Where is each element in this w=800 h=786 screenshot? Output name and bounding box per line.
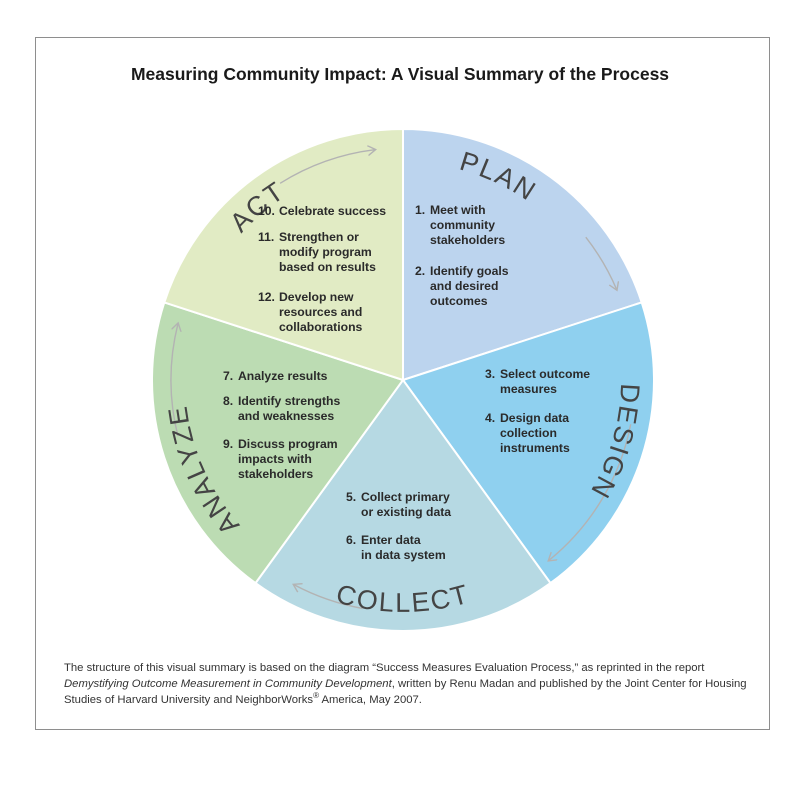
step-1: 1. Meet with community stakeholders — [415, 203, 506, 247]
step-10: 10. Celebrate success — [258, 204, 387, 218]
step-5: 5. Collect primary or existing data — [346, 490, 452, 519]
analyze-cycle-arrow — [170, 324, 178, 437]
act-cycle-arrow — [279, 150, 375, 184]
step-4: 4. Design data collection instruments — [485, 411, 570, 455]
design-segment — [401, 301, 656, 585]
step-7: 7. Analyze results — [223, 369, 328, 383]
plan-cycle-arrow — [585, 236, 617, 289]
step-2: 2. Identify goals and desired outcomes — [415, 264, 509, 308]
registered-mark: ® — [313, 691, 319, 701]
step-11: 11. Strengthen or modify program based o… — [258, 230, 376, 274]
step-6: 6. Enter data in data system — [346, 533, 446, 562]
act-segment — [163, 127, 404, 382]
source-note-text: The structure of this visual summary is … — [64, 662, 705, 674]
design-cycle-arrow — [549, 424, 632, 560]
source-note: The structure of this visual summary is … — [64, 660, 754, 708]
collect-segment — [254, 378, 552, 633]
analyze-segment — [150, 301, 405, 585]
step-3: 3. Select outcome measures — [485, 367, 591, 396]
collect-cycle-arrow — [294, 585, 363, 610]
step-12: 12. Develop new resources and collaborat… — [258, 290, 363, 334]
report-title: Demystifying Outcome Measurement in Comm… — [64, 678, 392, 690]
source-note-text: , written by Renu Madan and published by… — [64, 678, 747, 706]
step-9: 9. Discuss program impacts with stakehol… — [223, 437, 338, 481]
step-8: 8. Identify strengths and weaknesses — [223, 394, 341, 423]
diagram-title: Measuring Community Impact: A Visual Sum… — [130, 64, 670, 84]
plan-segment — [402, 127, 643, 382]
source-note-text: America, May 2007. — [318, 694, 422, 706]
